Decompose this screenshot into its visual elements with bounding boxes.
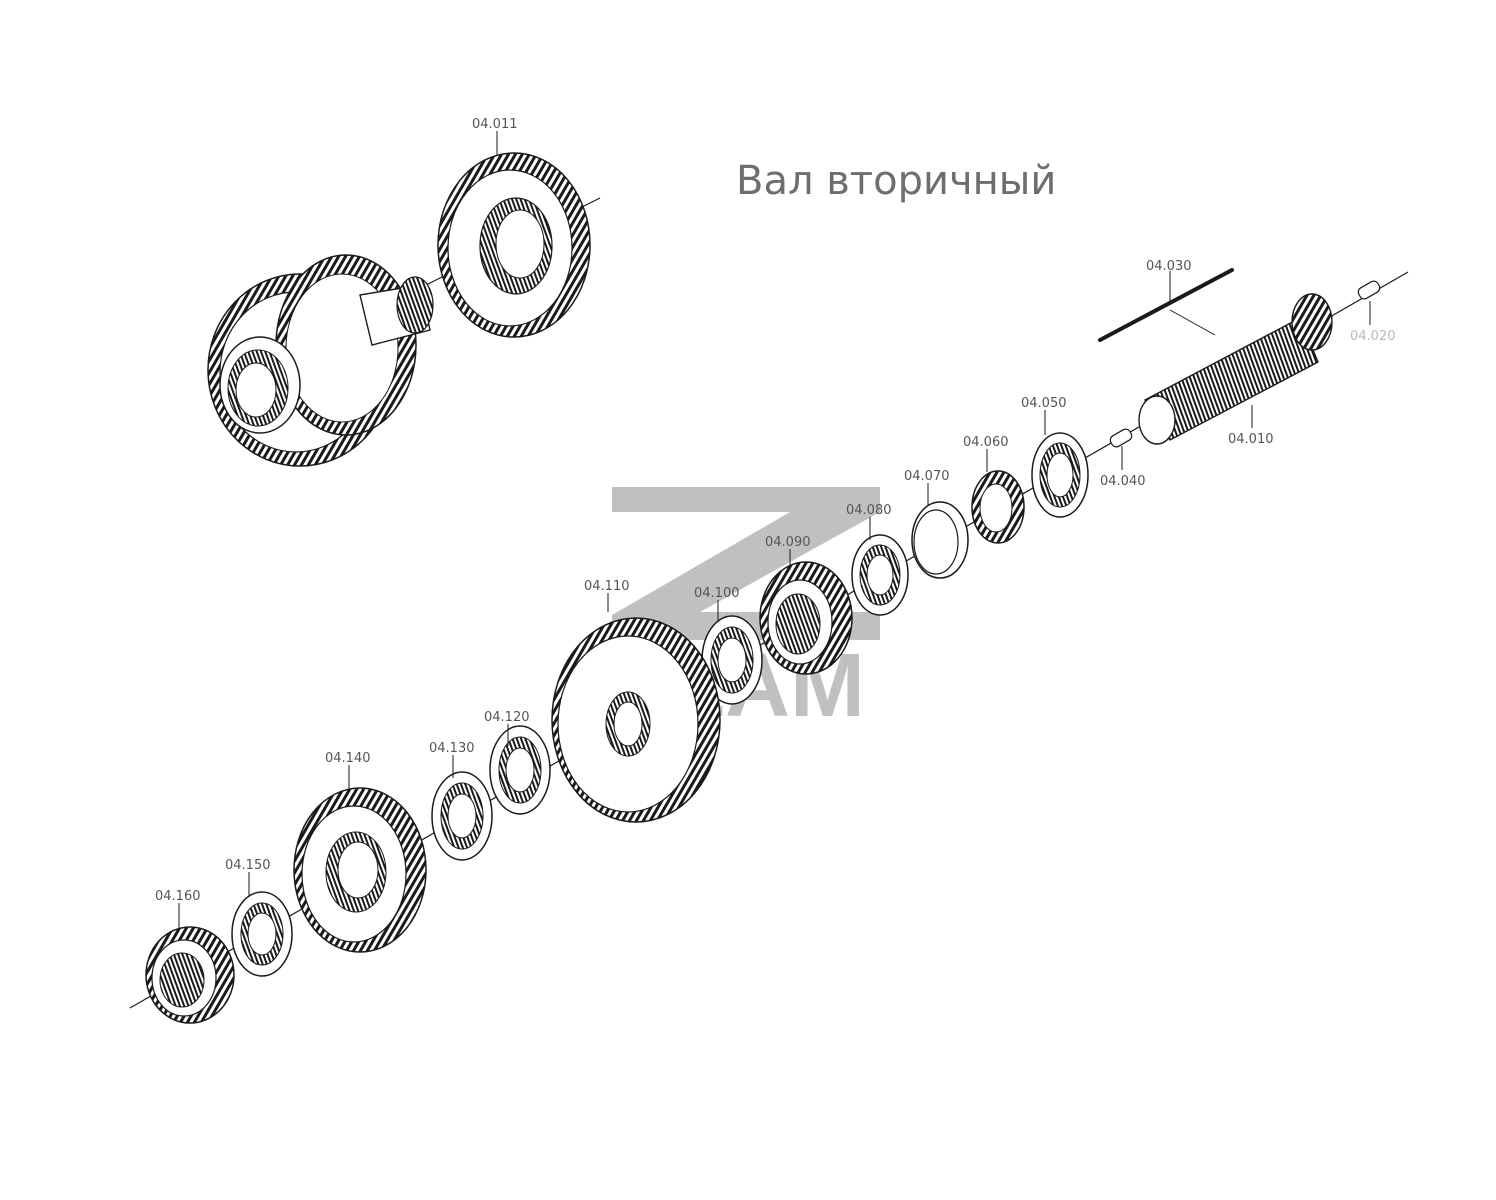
diagram-title: Вал вторичный (736, 158, 1057, 204)
part-gear-04-011 (437, 152, 591, 338)
label-04-150: 04.150 (225, 858, 271, 873)
part-gear-04-110 (551, 617, 721, 823)
label-04-050: 04.050 (1021, 396, 1067, 411)
leader-lines (178, 131, 1371, 928)
label-04-060: 04.060 (963, 435, 1009, 450)
label-04-080: 04.080 (846, 503, 892, 518)
label-04-040: 04.040 (1100, 474, 1146, 489)
part-ring-04-100 (701, 615, 763, 705)
part-sleeve-04-070 (911, 501, 969, 579)
cluster-gear-assembly (207, 254, 434, 467)
label-04-120: 04.120 (484, 710, 530, 725)
label-04-110: 04.110 (584, 579, 630, 594)
label-04-011: 04.011 (472, 117, 518, 132)
part-pin-04-040 (1109, 428, 1133, 448)
part-ring-04-050 (1031, 432, 1089, 518)
part-pin-04-020 (1357, 280, 1381, 300)
label-04-130: 04.130 (429, 741, 475, 756)
part-bearing-04-060 (971, 470, 1025, 544)
part-bearing-04-160 (145, 926, 235, 1024)
watermark-z-icon (612, 487, 880, 640)
part-ring-04-080 (851, 534, 909, 616)
part-labels: 04.011 04.030 04.020 04.010 04.040 04.05… (155, 117, 1396, 904)
part-ring-04-130 (431, 771, 493, 861)
label-04-100: 04.100 (694, 586, 740, 601)
part-key-04-030 (1098, 268, 1234, 342)
label-04-010: 04.010 (1228, 432, 1274, 447)
label-04-070: 04.070 (904, 469, 950, 484)
part-synchro-04-090 (759, 561, 853, 675)
part-shaft-04-010 (1138, 293, 1333, 445)
label-04-090: 04.090 (765, 535, 811, 550)
part-ring-04-150 (231, 891, 293, 977)
part-ring-04-120 (489, 725, 551, 815)
part-gear-04-140 (293, 787, 427, 953)
label-04-160: 04.160 (155, 889, 201, 904)
label-04-030: 04.030 (1146, 259, 1192, 274)
label-04-020: 04.020 (1350, 329, 1396, 344)
label-04-140: 04.140 (325, 751, 371, 766)
